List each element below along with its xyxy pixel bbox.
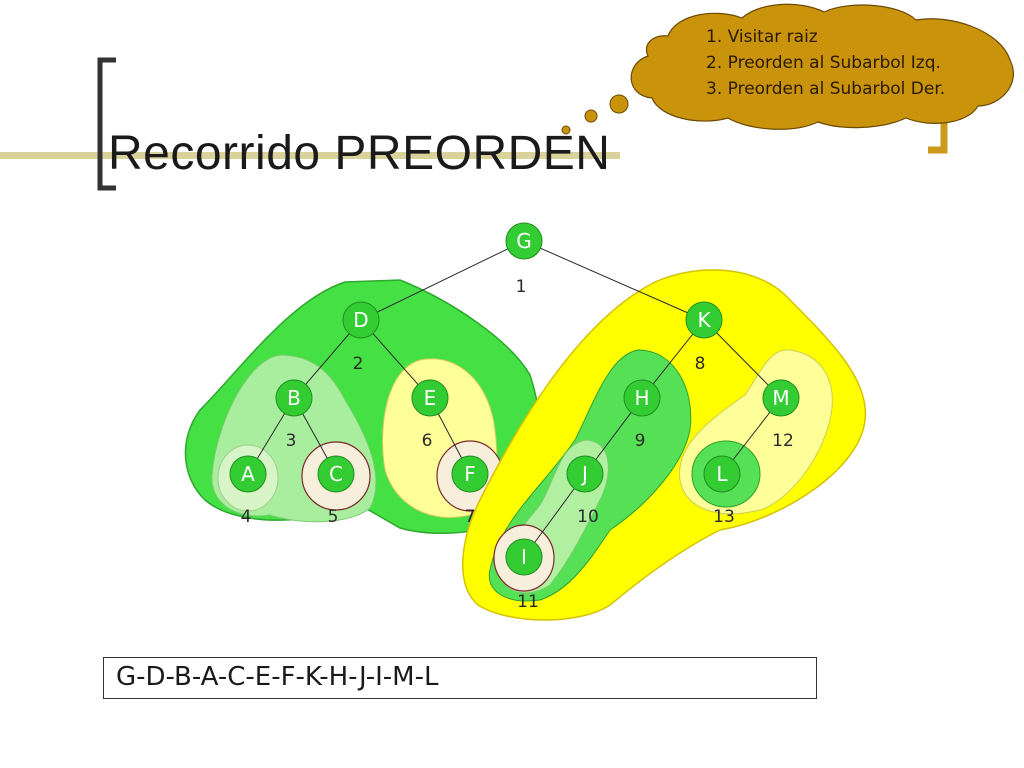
node-F: F7: [451, 455, 489, 527]
node-label-C: C: [329, 462, 343, 486]
node-circle-D: [342, 301, 380, 339]
node-label-J: J: [580, 462, 588, 486]
node-label-K: K: [697, 308, 711, 332]
steps-list: 1. Visitar raiz 2. Preorden al Subarbol …: [706, 24, 945, 102]
step-1: 1. Visitar raiz: [706, 27, 818, 47]
node-M: M 12: [762, 379, 800, 451]
node-H: H9: [623, 379, 661, 451]
page-title: Recorrido PREORDEN: [108, 127, 611, 180]
visit-order-B: 3: [286, 431, 297, 451]
node-label-A: A: [241, 462, 255, 486]
traversal-result: G-D-B-A-C-E-F-K-H-J-I-M-L: [116, 662, 439, 692]
visit-order-M: 12: [772, 431, 794, 451]
node-circle-K: [685, 301, 723, 339]
node-E: E6: [411, 379, 449, 451]
node-L: L 13: [703, 455, 741, 527]
node-circle-B: [275, 379, 313, 417]
decor-bar: [0, 152, 620, 159]
visit-order-I: 11: [517, 592, 539, 612]
node-circle-J: [566, 455, 604, 493]
edge-G-D: [360, 240, 525, 321]
node-label-B: B: [287, 386, 301, 410]
visit-order-J: 10: [577, 507, 599, 527]
node-label-L: L: [716, 462, 728, 486]
visit-order-G: 1: [516, 277, 527, 297]
node-label-D: D: [353, 308, 368, 332]
result-box: G-D-B-A-C-E-F-K-H-J-I-M-L: [103, 657, 817, 699]
node-label-G: G: [516, 229, 532, 253]
visit-order-D: 2: [353, 354, 364, 374]
node-circle-I: [505, 538, 543, 576]
node-label-F: F: [464, 462, 476, 486]
node-circle-F: [451, 455, 489, 493]
step-3: 3. Preorden al Subarbol Der.: [706, 79, 946, 99]
node-label-H: H: [634, 386, 649, 410]
visit-order-H: 9: [635, 431, 646, 451]
node-D: D2: [342, 301, 380, 374]
node-A: A4: [229, 455, 267, 527]
left-bracket: [97, 57, 116, 191]
visit-order-L: 13: [713, 507, 735, 527]
node-C: C5: [317, 455, 355, 527]
node-circle-A: [229, 455, 267, 493]
visit-order-K: 8: [695, 354, 706, 374]
node-label-M: M: [772, 386, 789, 410]
visit-order-E: 6: [422, 431, 433, 451]
node-K: K8: [685, 301, 723, 374]
edge-G-K: [523, 240, 705, 321]
node-label-E: E: [424, 386, 437, 410]
node-circle-G: [505, 222, 543, 260]
step-2: 2. Preorden al Subarbol Izq.: [706, 53, 941, 73]
node-circle-M: [762, 379, 800, 417]
visit-order-F: 7: [465, 507, 476, 527]
node-G: G1: [505, 222, 543, 297]
node-I: I 11: [505, 538, 543, 612]
node-B: B3: [275, 379, 313, 451]
visit-order-A: 4: [241, 507, 252, 527]
visit-order-C: 5: [328, 507, 339, 527]
node-circle-C: [317, 455, 355, 493]
node-circle-L: [703, 455, 741, 493]
node-J: J 10: [566, 455, 604, 527]
node-label-I: I: [521, 545, 527, 569]
thought-cloud: [561, 3, 1014, 135]
node-circle-E: [411, 379, 449, 417]
node-circle-H: [623, 379, 661, 417]
